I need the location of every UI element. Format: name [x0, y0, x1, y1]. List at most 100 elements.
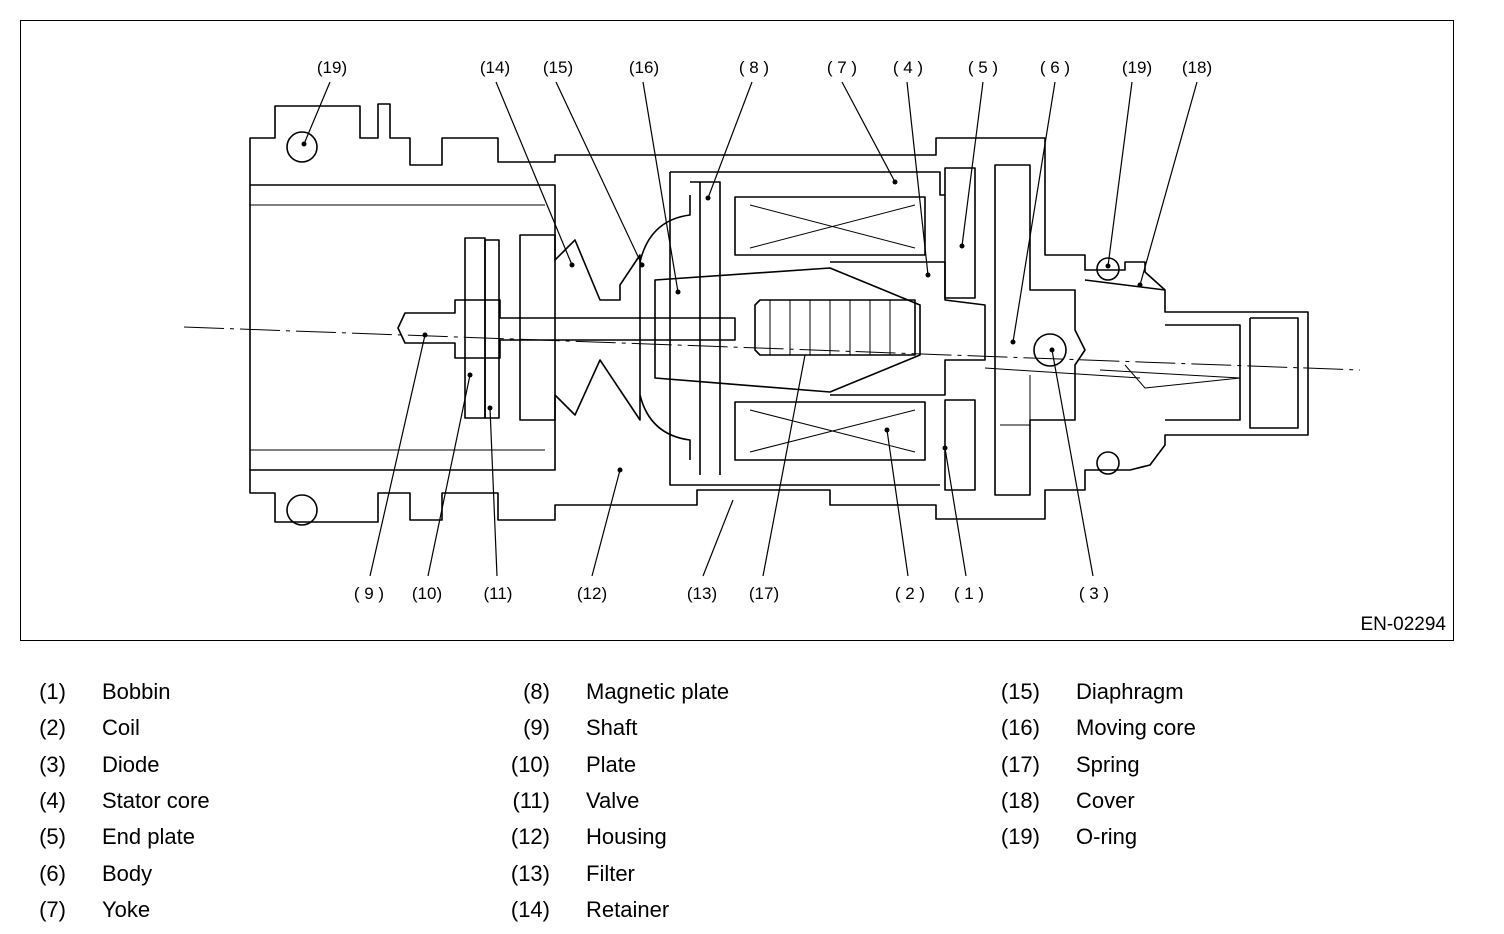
callout-label: ( 4 ) — [893, 58, 923, 77]
legend-number: (3) — [39, 751, 66, 777]
legend-name: Bobbin — [102, 679, 171, 705]
legend-item: (11)Valve — [488, 783, 729, 819]
legend-name: Magnetic plate — [586, 679, 730, 705]
plate — [464, 237, 486, 419]
legend-number: (8) — [523, 679, 550, 705]
legend-name: Body — [102, 860, 153, 886]
o-ring-top-right — [1096, 257, 1120, 281]
callout-label: (14) — [480, 58, 510, 77]
retainer — [519, 234, 641, 421]
legend-item: (3) Diode — [4, 747, 210, 783]
legend-item: (16) Moving core — [978, 710, 1196, 746]
legend-item: (6) Body — [4, 855, 210, 891]
legend-item: (9) Shaft — [488, 710, 729, 746]
legend-item: (13) Filter — [488, 855, 729, 891]
diode — [1033, 333, 1067, 367]
callout-label: (18) — [1182, 58, 1212, 77]
callout-label: ( 7 ) — [827, 58, 857, 77]
legend-number: (13) — [510, 860, 550, 886]
o-ring-top-left — [286, 131, 318, 163]
legend-number: (9) — [523, 715, 550, 741]
legend-number: (16) — [1000, 715, 1040, 741]
legend-name: O-ring — [1076, 824, 1138, 850]
legend-number: (11) — [512, 788, 551, 814]
legend-item: (15) Diaphragm — [978, 674, 1196, 710]
legend-number: (5) — [39, 824, 66, 850]
legend-item: (18) Cover — [978, 783, 1196, 819]
legend-name: Filter — [586, 860, 635, 886]
legend-number: (10) — [510, 751, 550, 777]
legend-name: Yoke — [102, 896, 151, 922]
end-plate-lower — [944, 399, 976, 491]
legend-column-3: (15) Diaphragm (16) Moving core (17) Spring… — [978, 674, 1196, 855]
legend-name: Coil — [102, 715, 140, 741]
callout-label: (15) — [543, 58, 573, 77]
magnetic-plate — [690, 181, 721, 475]
solenoid-valve-cross-section: (19) (14) (15) (16) ( 8 ) ( 7 ) ( 4 ) ( … — [183, 58, 1361, 603]
callout-label: ( 8 ) — [739, 58, 769, 77]
callout-label: ( 6 ) — [1040, 58, 1070, 77]
callout-label: (17) — [749, 584, 779, 603]
legend-number: (19) — [1000, 824, 1040, 850]
legend-name: Diode — [102, 751, 160, 777]
legend-name: Retainer — [586, 896, 670, 922]
coil-upper — [734, 196, 926, 256]
legend-number: (14) — [510, 896, 550, 922]
callout-label: ( 5 ) — [968, 58, 998, 77]
legend-name: Moving core — [1076, 715, 1196, 741]
legend-item: (1) Bobbin — [4, 674, 210, 710]
legend-item: (5) End plate — [4, 819, 210, 855]
stator-core — [830, 261, 986, 396]
legend-number: (7) — [39, 896, 66, 922]
legend-item: (17) Spring — [978, 747, 1196, 783]
callout-label: (11) — [484, 584, 513, 603]
cover — [1084, 279, 1299, 429]
legend-number: (4) — [39, 788, 66, 814]
legend-item: (10) Plate — [488, 747, 729, 783]
housing-bore — [250, 184, 556, 471]
legend-name: Spring — [1076, 751, 1140, 777]
legend-column-1: (1) Bobbin (2) Coil (3) Diode (4) Stator cor… — [4, 674, 210, 928]
legend-name: Plate — [586, 751, 637, 777]
callout-label: ( 2 ) — [895, 584, 925, 603]
center-axis — [183, 326, 1361, 371]
legend-column-2: (8) Magnetic plate (9) Shaft (10) Plate (11… — [488, 674, 729, 928]
legend-item: (19) O-ring — [978, 819, 1196, 855]
callout-label: (12) — [577, 584, 607, 603]
legend-item: (4) Stator core — [4, 783, 210, 819]
legend-name: Diaphragm — [1076, 679, 1184, 705]
legend-name: Cover — [1076, 788, 1135, 814]
legend-name: End plate — [102, 824, 195, 850]
legend-name: Stator core — [102, 788, 210, 814]
callout-label: (19) — [317, 58, 347, 77]
callout-label: (10) — [412, 584, 442, 603]
diaphragm — [639, 195, 691, 460]
callout-label: ( 1 ) — [954, 584, 984, 603]
coil-lower — [734, 401, 926, 461]
housing-outline — [249, 103, 1309, 523]
legend-item: (14) Retainer — [488, 892, 729, 928]
legend-number: (15) — [1000, 679, 1040, 705]
legend-number: (18) — [1000, 788, 1040, 814]
yoke — [669, 171, 945, 486]
legend-number: (12) — [510, 824, 550, 850]
figure-id: EN-02294 — [1360, 614, 1446, 635]
legend-number: (1) — [39, 679, 66, 705]
end-plate — [944, 167, 976, 299]
callout-label: (19) — [1122, 58, 1152, 77]
moving-core — [654, 267, 921, 393]
legend-item: (12)Housing — [488, 819, 729, 855]
legend-number: (17) — [1000, 751, 1040, 777]
callout-label: (13) — [687, 584, 717, 603]
spring — [754, 299, 916, 356]
shaft — [397, 299, 736, 359]
legend-item: (8) Magnetic plate — [488, 674, 729, 710]
legend-item: (7) Yoke — [4, 892, 210, 928]
body — [994, 164, 1086, 496]
legend-number: (2) — [39, 715, 66, 741]
legend-number: (6) — [39, 860, 66, 886]
o-ring-bottom-right — [1096, 451, 1120, 475]
legend-name: Shaft — [586, 715, 638, 741]
o-ring-bottom-left — [286, 494, 318, 526]
callout-label: (16) — [629, 58, 659, 77]
